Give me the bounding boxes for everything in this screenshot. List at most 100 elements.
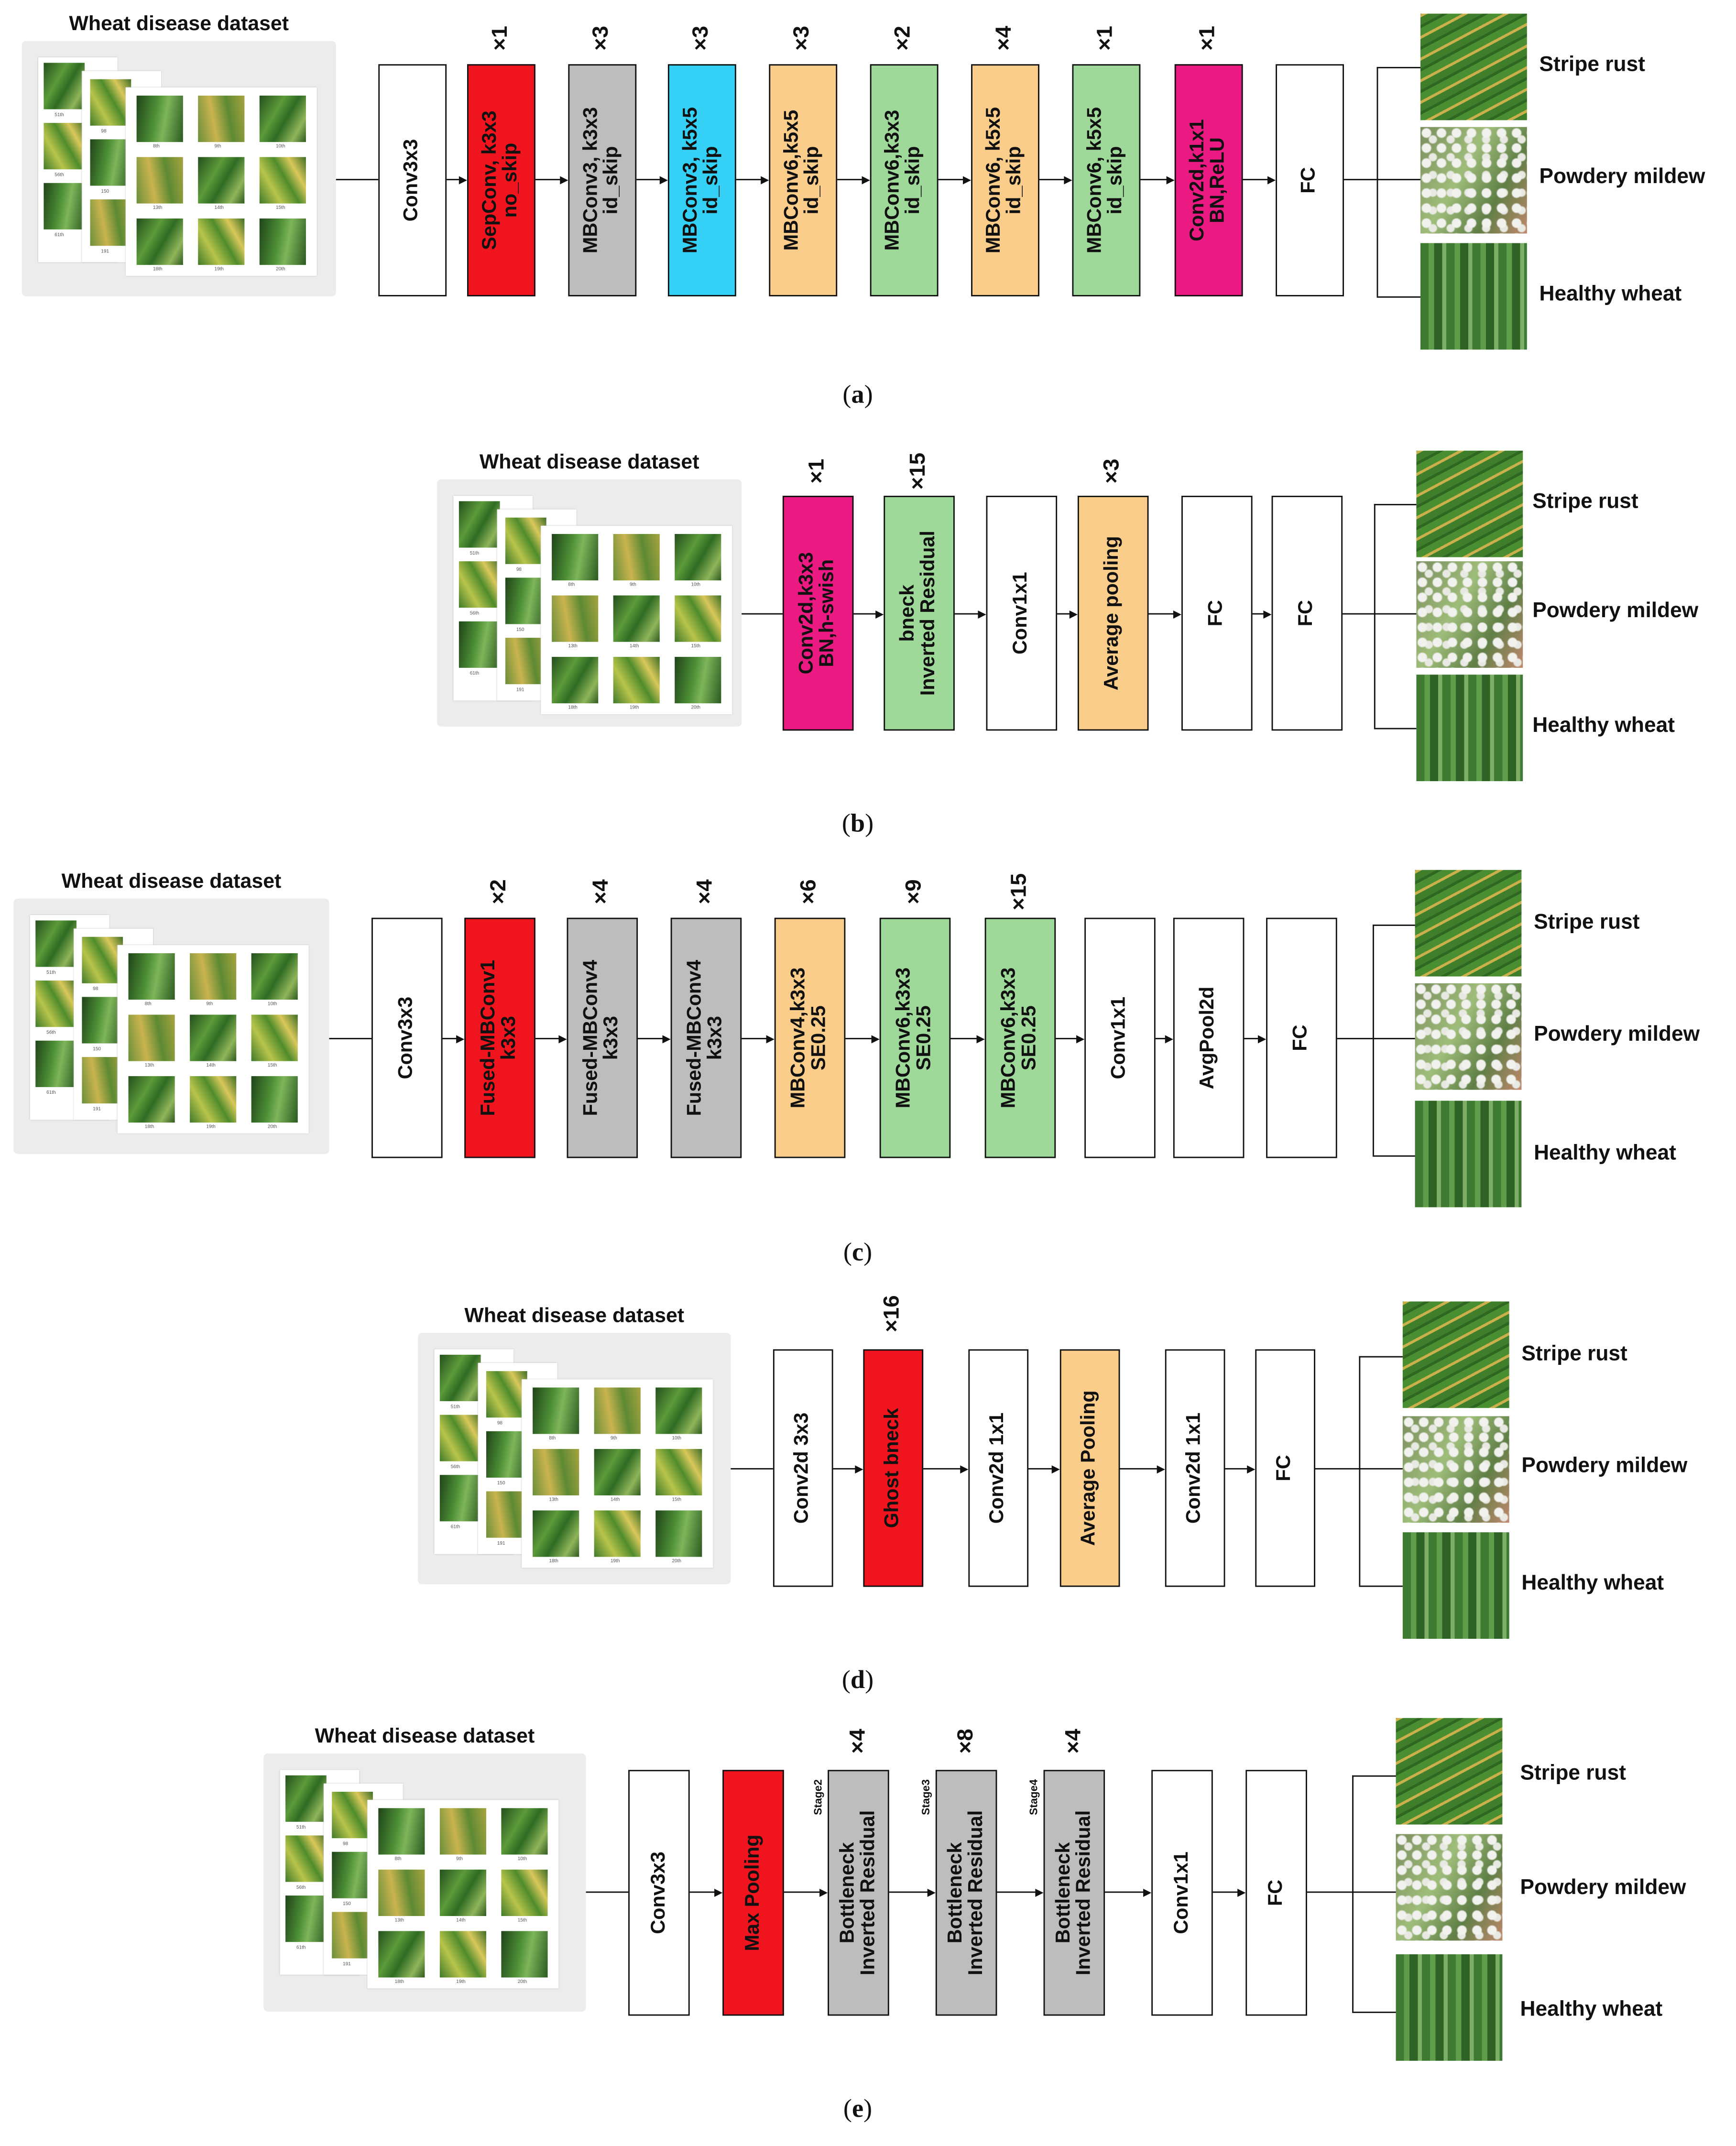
panel-e-connector — [1105, 1891, 1145, 1893]
leaf-thumbnail — [190, 953, 237, 1000]
panel-a-layer-block: FC — [1276, 64, 1344, 296]
layer-label-line: bneck — [897, 584, 919, 642]
layer-label-line: id_skip — [601, 146, 623, 215]
panel-c-connector — [1244, 1038, 1259, 1040]
panel-d-output-bracket-arm — [1359, 1356, 1403, 1358]
panel-b-caption: (b) — [841, 810, 874, 839]
layer-label-line: FC — [1298, 167, 1321, 194]
leaf-thumbnail — [613, 657, 660, 704]
leaf-thumbnail — [285, 1835, 327, 1882]
panel-c-caption: (c) — [843, 1239, 873, 1268]
leaf-thumbnail — [82, 997, 123, 1044]
thumbnail-label: 191 — [343, 1961, 351, 1967]
panel-b-layer-label: Conv1x1 — [1010, 572, 1032, 654]
panel-d-dataset-title: Wheat disease dataset — [464, 1304, 685, 1328]
panel-e-stage-label: Stage4 — [1027, 1779, 1040, 1815]
panel-c-connector — [845, 1038, 873, 1040]
panel-a-dataset-title: Wheat disease dataset — [69, 12, 289, 36]
leaf-thumbnail — [190, 1076, 237, 1123]
thumbnail-label: 98 — [101, 128, 107, 134]
leaf-thumbnail — [439, 1931, 486, 1978]
panel-a-output-label: Stripe rust — [1539, 53, 1645, 76]
panel-b-output-label: Healthy wheat — [1532, 714, 1675, 738]
panel-e-caption-letter: e — [852, 2095, 864, 2124]
leaf-thumbnail — [594, 1387, 641, 1434]
panel-a-connector — [1243, 179, 1269, 181]
thumbnail-label: 150 — [93, 1046, 101, 1052]
layer-label-line: Conv3x3 — [395, 996, 417, 1079]
panel-d-layer-label: Conv2d 1x1 — [1183, 1412, 1206, 1524]
panel-a-output-label: Powdery mildew — [1539, 165, 1705, 189]
panel-b-connector — [1252, 613, 1265, 615]
layer-label-line: Conv2d 1x1 — [1183, 1412, 1206, 1524]
panel-d-output-label: Powdery mildew — [1521, 1454, 1688, 1478]
panel-e-connector — [784, 1891, 821, 1893]
leaf-thumbnail — [44, 183, 85, 229]
panel-e-layer-block: Max Pooling — [722, 1770, 784, 2016]
layer-label-line: FC — [1265, 1879, 1287, 1906]
layer-label-line: MBConv3, k3x3 — [580, 107, 602, 254]
leaf-thumbnail — [655, 1449, 702, 1496]
thumbnail-label: 15th — [691, 643, 700, 649]
layer-label-line: MBConv6, k5x5 — [983, 107, 1005, 254]
panel-e-stage-label: Stage3 — [919, 1779, 932, 1815]
thumbnail-label: 56th — [450, 1464, 460, 1470]
leaf-thumbnail — [459, 621, 500, 668]
panel-d-layer-label: Ghost bneck — [882, 1408, 904, 1528]
layer-label-line: Bottleneck — [1052, 1842, 1074, 1944]
thumbnail-label: 15th — [517, 1917, 527, 1923]
leaf-thumbnail — [533, 1387, 579, 1434]
panel-b-connector — [853, 613, 877, 615]
panel-c-connector — [742, 1038, 768, 1040]
thumbnail-label: 56th — [296, 1885, 306, 1890]
panel-e-powdery-mildew-photo — [1396, 1834, 1503, 1941]
panel-e-output-bracket-arm — [1352, 2011, 1396, 2014]
layer-label-line: FC — [1273, 1455, 1296, 1482]
panel-c-layer-label: Conv1x1 — [1108, 997, 1130, 1079]
panel-b-stripe-rust-photo — [1416, 450, 1523, 557]
panel-c-output-label: Healthy wheat — [1534, 1142, 1676, 1165]
layer-label-line: Bottleneck — [944, 1842, 967, 1944]
panel-e-layer-label: FC — [1265, 1879, 1287, 1906]
layer-label-line: MBConv3, k5x5 — [680, 107, 702, 254]
layer-label-line: SE0.25 — [808, 1005, 830, 1071]
panel-b-layer-block: Average pooling — [1077, 495, 1149, 731]
panel-c-arrow-icon — [558, 1035, 567, 1043]
panel-a-connector — [1140, 179, 1168, 181]
thumbnail-label: 13th — [394, 1917, 404, 1923]
panel-c-layer-block: AvgPool2d — [1173, 917, 1245, 1158]
panel-d-arrow-icon — [1247, 1465, 1256, 1473]
panel-c-healthy-wheat-photo — [1415, 1100, 1522, 1208]
leaf-thumbnail — [251, 953, 298, 1000]
layer-label-line: id_skip — [801, 146, 824, 215]
leaf-thumbnail — [439, 1354, 481, 1401]
thumbnail-label: 8th — [153, 143, 160, 149]
panel-a-layer-label: FC — [1298, 167, 1321, 194]
leaf-thumbnail — [44, 63, 85, 109]
panel-a-repeat-count: ×3 — [791, 25, 814, 51]
panel-e-output-bracket — [1352, 1775, 1354, 2012]
panel-a-arrow-icon — [1267, 175, 1276, 184]
panel-d-layer-label: FC — [1273, 1455, 1296, 1482]
panel-b-layer-block: FC — [1181, 495, 1253, 731]
leaf-thumbnail — [655, 1387, 702, 1434]
panel-e-layer-label: Conv3x3 — [647, 1852, 669, 1934]
layer-label-line: Conv2d 1x1 — [986, 1412, 1009, 1524]
panel-a-repeat-count: ×1 — [1094, 25, 1117, 51]
panel-e-output-connector — [1307, 1891, 1396, 1893]
leaf-thumbnail — [439, 1415, 481, 1461]
leaf-thumbnail — [552, 657, 599, 704]
leaf-thumbnail — [136, 157, 183, 204]
panel-c-connector — [442, 1038, 458, 1040]
